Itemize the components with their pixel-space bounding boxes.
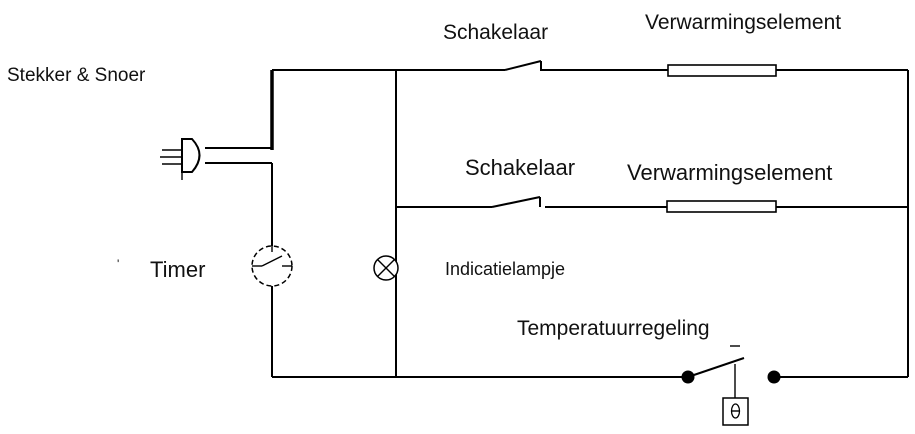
indicator-label: Indicatielampje [445, 259, 565, 279]
heating-element-icon [666, 200, 777, 213]
switch-top-label: Schakelaar [443, 21, 548, 44]
switch-icon [491, 196, 541, 208]
switch-icon [504, 60, 542, 71]
heating-element-icon [667, 64, 777, 77]
plug-icon [160, 138, 201, 180]
timer-icon [251, 245, 293, 287]
indicator-lamp-icon [373, 255, 399, 281]
timer-tick-mark: ' [117, 257, 119, 271]
switch-mid-label: Schakelaar [465, 155, 575, 180]
thermostat-label: Temperatuurregeling [517, 317, 710, 340]
timer-label: Timer [150, 257, 205, 282]
thermostat-icon [681, 345, 781, 426]
wires [205, 69, 909, 378]
heater-top-label: Verwarmingselement [645, 11, 841, 34]
plug-label: Stekker & Snoer [7, 65, 146, 86]
heater-mid-label: Verwarmingselement [627, 160, 832, 185]
